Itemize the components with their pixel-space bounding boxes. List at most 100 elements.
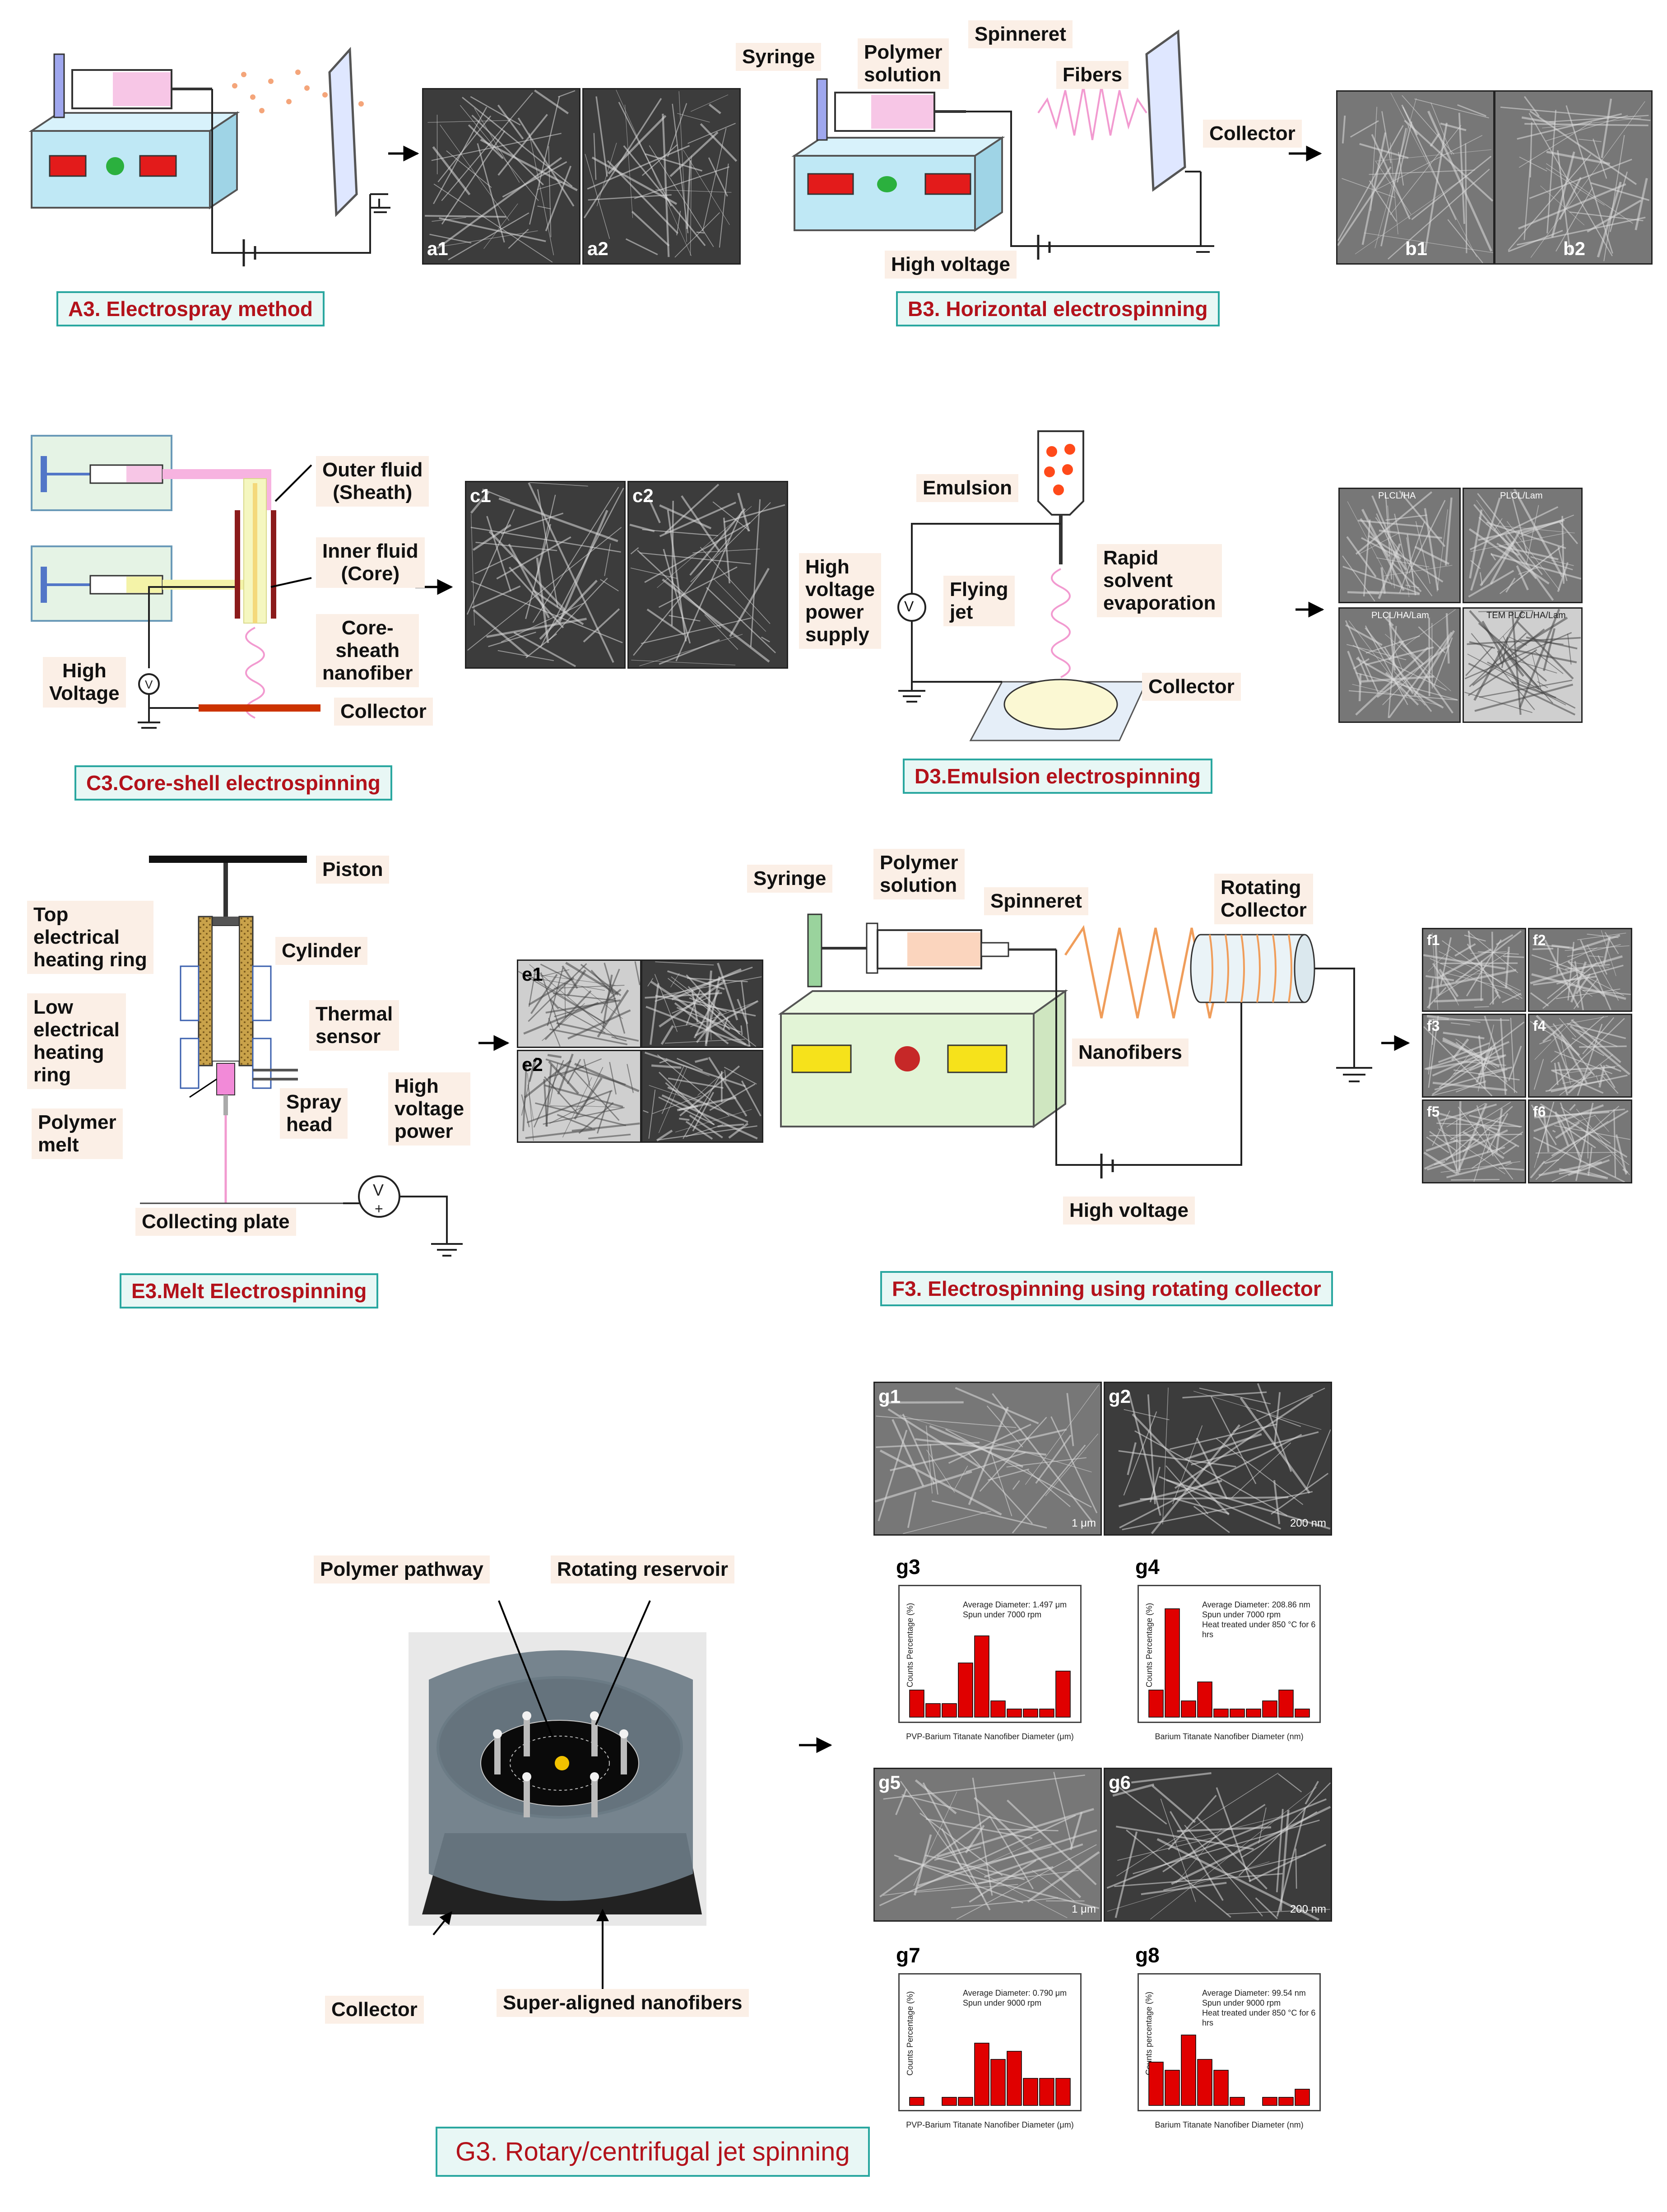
histogram-bar (925, 1703, 941, 1718)
c3-collector-bar (199, 704, 320, 712)
panel-label-f5: f5 (1427, 1104, 1440, 1120)
sem-texture (1106, 1772, 1331, 1920)
histogram-label-g3: g3 (896, 1555, 920, 1579)
panel-label-g1: g1 (878, 1386, 901, 1407)
sem-panel-c1: c1 (465, 481, 626, 669)
a3-indicator-right (139, 155, 177, 177)
sem-texture (1342, 490, 1453, 602)
title-e3: E3.Melt Electrospinning (120, 1273, 379, 1309)
a3-indicator-center (106, 157, 124, 175)
histogram-xlabel-g3: PVP-Barium Titanate Nanofiber Diameter (… (906, 1732, 1074, 1741)
histogram-bar (1213, 2070, 1229, 2106)
label-e3-top-ring: Top electrical heating ring (27, 901, 153, 974)
svg-text:V: V (373, 1181, 384, 1199)
histogram-g3: g3 Average Diameter: 1.497 μm Spun under… (896, 1555, 1082, 1741)
d3-collector-dish (1003, 679, 1118, 730)
scale-bar-g5: 1 μm (1072, 1903, 1096, 1915)
panel-label-tem: TEM PLCL/HA/Lam (1486, 610, 1566, 620)
label-c3-core-sheath: Core- sheath nanofiber (316, 614, 419, 687)
sem-panel-e2-zoom (641, 1050, 763, 1143)
histogram-bar (1023, 1709, 1038, 1718)
a3-control-box-side (209, 111, 238, 210)
histogram-bar (1148, 2062, 1164, 2106)
sem-texture (1423, 930, 1524, 1010)
sem-panel-g6: g6 200 nm (1104, 1768, 1332, 1922)
sem-panel-b1: b1 (1336, 90, 1495, 265)
d3-emulsion-schematic (897, 430, 1324, 741)
sem-panel-b2: b2 (1494, 90, 1653, 265)
sem-texture (1337, 93, 1493, 263)
d3-fiber-jet (1051, 568, 1071, 678)
sem-panel-g2: g2 200 nm (1104, 1382, 1332, 1536)
svg-text:+: + (375, 1201, 383, 1217)
histogram-g4: g4 Average Diameter: 208.86 nm Spun unde… (1135, 1555, 1321, 1741)
sem-panel-d-3: PLCL/HA/Lam (1338, 607, 1461, 723)
sem-texture (1464, 609, 1581, 716)
sem-panel-f4: f4 (1528, 1014, 1632, 1098)
histogram-bar (1181, 2035, 1196, 2106)
label-f3-rotating-collector: Rotating Collector (1214, 874, 1313, 924)
histogram-g8: g8 Average Diameter: 99.54 nm Spun under… (1135, 1943, 1321, 2129)
sem-panel-f5: f5 (1422, 1099, 1526, 1183)
label-d3-emulsion: Emulsion (916, 474, 1019, 502)
sem-panel-f3: f3 (1422, 1014, 1526, 1098)
panel-label-g6: g6 (1109, 1772, 1131, 1793)
a3-collector-plate (328, 47, 358, 217)
label-e3-spray-head: Spray head (280, 1088, 348, 1139)
scale-bar-g1: 1 μm (1072, 1517, 1096, 1529)
label-e3-polymer-melt: Polymer melt (32, 1108, 123, 1159)
f3-collector-drum (1294, 934, 1315, 1003)
label-g3-rotating-reservoir: Rotating reservoir (551, 1555, 734, 1583)
histogram-g7: g7 Average Diameter: 0.790 μm Spun under… (896, 1943, 1082, 2129)
histogram-bar (1165, 1608, 1180, 1718)
histogram-bar (1197, 1681, 1212, 1718)
histogram-bar (1055, 1671, 1071, 1718)
sem-panel-e1-zoom (641, 959, 763, 1048)
scale-bar-g2: 200 nm (1290, 1517, 1326, 1529)
label-b3-polymer-solution: Polymer solution (858, 38, 949, 89)
sem-panel-g1: g1 1 μm (873, 1382, 1102, 1536)
sem-panel-g5: g5 1 μm (873, 1768, 1102, 1922)
a3-syringe-solution (113, 72, 171, 106)
label-e3-high-voltage-power: High voltage power (388, 1072, 471, 1146)
sem-texture (629, 484, 785, 666)
label-e3-collecting-plate: Collecting plate (135, 1208, 296, 1236)
a3-electrospray-schematic (28, 47, 419, 266)
label-c3-inner-fluid: Inner fluid (Core) (316, 537, 425, 588)
label-d3-high-voltage-supply: High voltage power supply (799, 553, 882, 649)
sem-texture (466, 482, 624, 667)
panel-label-f1: f1 (1427, 932, 1440, 948)
c3-core-shell-schematic: V (31, 435, 453, 729)
histogram-bar (1262, 2097, 1277, 2106)
e3-melt-schematic: V + (140, 856, 510, 1257)
label-g3-polymer-pathway: Polymer pathway (314, 1555, 490, 1583)
g3-rotary-schematic (409, 1600, 832, 1996)
sem-texture (425, 89, 578, 263)
title-g3: G3. Rotary/centrifugal jet spinning (436, 2127, 870, 2177)
histogram-bar (1295, 2089, 1310, 2106)
histogram-label-g7: g7 (896, 1943, 920, 1967)
sem-panel-f1: f1 (1422, 928, 1526, 1012)
sem-texture (1345, 609, 1458, 718)
b3-fiber-jet (1037, 85, 1147, 140)
histogram-bar (942, 1703, 957, 1718)
label-d3-meter: V (904, 598, 914, 615)
scale-bar-g6: 200 nm (1290, 1903, 1326, 1915)
label-e3-piston: Piston (316, 856, 390, 884)
histogram-bar (1262, 1700, 1277, 1718)
sem-panel-d-4: TEM PLCL/HA/Lam (1463, 607, 1583, 723)
label-g3-collector: Collector (325, 1996, 424, 2024)
panel-label-e2: e2 (522, 1054, 543, 1075)
label-b3-collector: Collector (1203, 120, 1302, 148)
histogram-bar (1230, 1709, 1245, 1718)
histogram-bar (974, 2043, 989, 2106)
sem-panel-f2: f2 (1528, 928, 1632, 1012)
histogram-bar (1213, 1709, 1229, 1718)
label-f3-polymer-solution: Polymer solution (873, 849, 965, 899)
sem-texture (1423, 1015, 1525, 1096)
label-c3-high-voltage: High Voltage (43, 657, 126, 708)
label-f3-high-voltage: High voltage (1063, 1197, 1195, 1225)
histogram-bar (1165, 2070, 1180, 2106)
label-b3-spinneret: Spinneret (968, 20, 1073, 48)
histogram-bar (1246, 1709, 1261, 1718)
